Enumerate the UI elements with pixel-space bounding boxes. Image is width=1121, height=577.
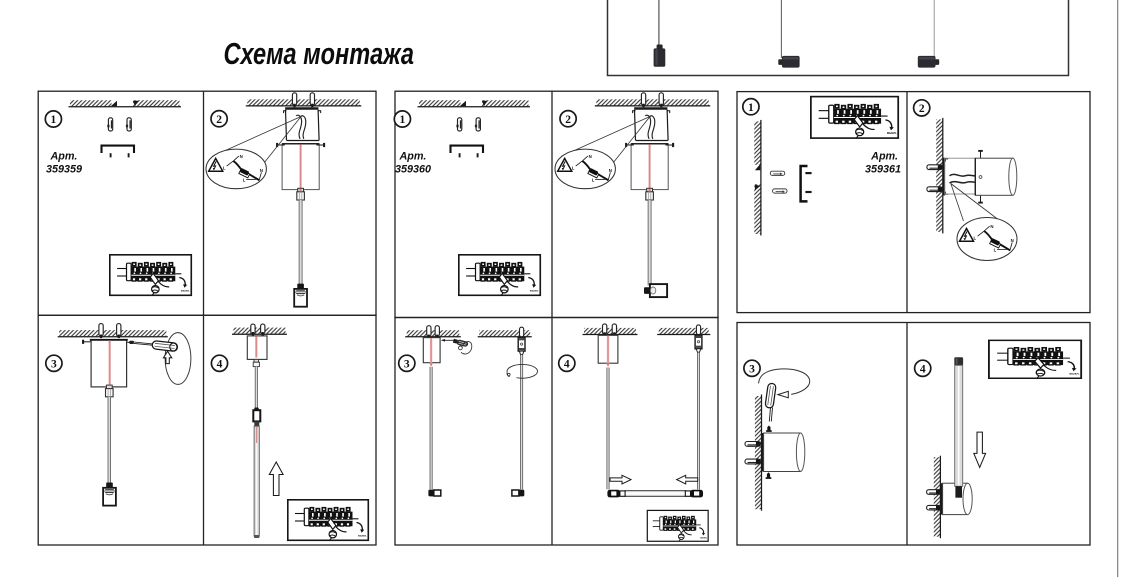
svg-text:N: N — [589, 154, 592, 159]
svg-text:2: 2 — [216, 114, 222, 126]
svg-text:N: N — [609, 168, 612, 173]
svg-text:L: L — [223, 165, 226, 170]
svg-text:N: N — [240, 154, 243, 159]
svg-text:выкл.: выкл. — [700, 537, 707, 539]
svg-text:выкл.: выкл. — [530, 289, 539, 293]
svg-text:L: L — [243, 178, 246, 183]
svg-text:N: N — [990, 224, 993, 229]
svg-text:выкл.: выкл. — [181, 289, 190, 293]
svg-text:Арт.: Арт. — [50, 151, 78, 163]
svg-text:выкл.: выкл. — [887, 131, 897, 135]
svg-text:L: L — [572, 165, 575, 170]
svg-text:4: 4 — [217, 358, 223, 370]
svg-text:выкл.: выкл. — [1069, 372, 1079, 376]
svg-text:2: 2 — [565, 114, 571, 126]
svg-text:1: 1 — [748, 102, 754, 114]
svg-text:359359: 359359 — [46, 164, 82, 176]
svg-text:L: L — [994, 248, 997, 253]
svg-text:1: 1 — [400, 114, 406, 126]
svg-text:Схема монтажа: Схема монтажа — [224, 38, 415, 71]
svg-text:359360: 359360 — [395, 164, 431, 176]
svg-text:L: L — [592, 178, 595, 183]
svg-text:4: 4 — [564, 358, 570, 370]
svg-text:359361: 359361 — [865, 164, 901, 176]
svg-text:4: 4 — [920, 363, 926, 375]
svg-text:N: N — [260, 168, 263, 173]
svg-text:N: N — [1011, 238, 1014, 243]
svg-text:1: 1 — [51, 114, 57, 126]
svg-text:Арт.: Арт. — [399, 151, 427, 163]
svg-text:2: 2 — [919, 103, 925, 115]
svg-text:3: 3 — [404, 358, 410, 370]
svg-text:3: 3 — [749, 363, 755, 375]
svg-text:выкл.: выкл. — [358, 534, 367, 538]
svg-text:3: 3 — [51, 358, 57, 370]
svg-text:Арт.: Арт. — [870, 151, 898, 163]
svg-text:L: L — [974, 235, 977, 240]
